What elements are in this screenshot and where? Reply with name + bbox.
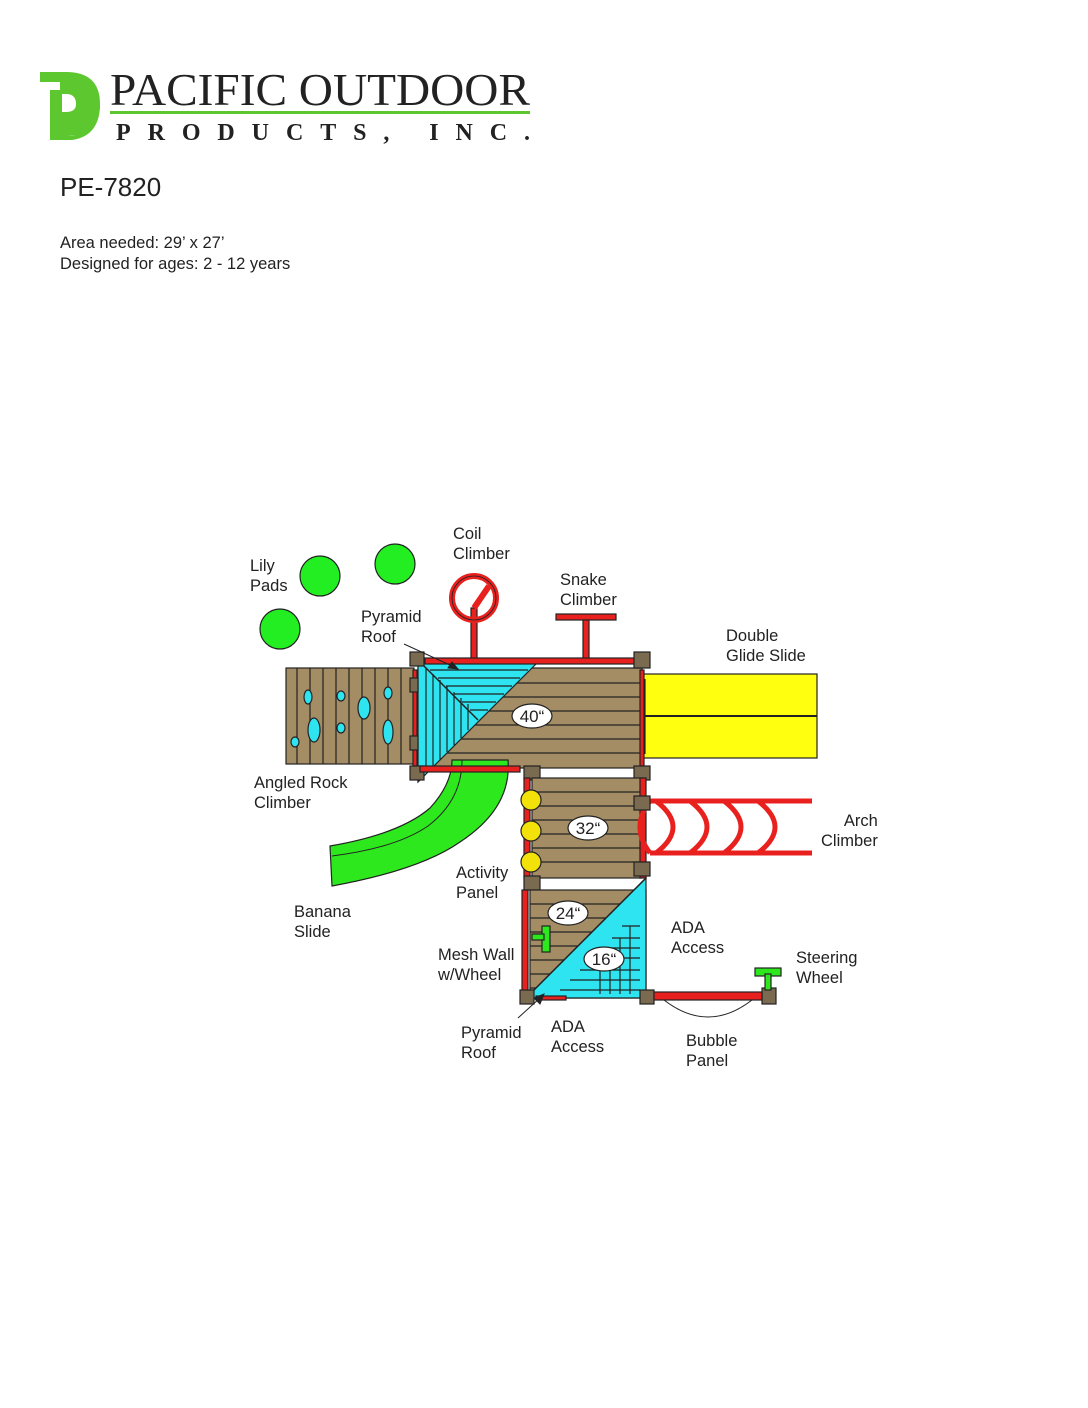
leader-arrow [517,997,541,1019]
banana-slide [329,759,509,887]
post [633,651,651,669]
height-main: 40“ [520,707,545,726]
snake-climber [555,613,617,661]
post [409,651,425,667]
designed-ages: Designed for ages: 2 - 12 years [60,255,291,273]
lily-pad [374,543,416,585]
height-lowest: 16“ [592,950,617,969]
area-needed: Area needed: 29’ x 27’ [60,234,225,252]
post [633,795,651,811]
right-rail [639,669,645,767]
activity-panel [520,789,542,873]
height-tag-lowest [583,946,625,972]
logo-name-line1: PACIFIC OUTDOOR [110,64,530,115]
post [639,989,655,1005]
double-glide-slide [640,673,818,759]
logo-mark-icon [40,72,100,140]
lily-pad [259,608,301,650]
height-tag-middle [567,815,609,841]
post [409,677,419,693]
height-middle: 32“ [576,819,601,838]
height-tag-lower [547,900,589,926]
steering-wheel-icon [754,967,782,991]
leader-arrow [403,643,453,667]
logo-divider [110,111,530,114]
company-logo: PACIFIC OUTDOOR PRODUCTS, INC. [40,64,530,146]
product-model: PE-7820 [60,172,162,202]
bubble-panel [653,991,763,1018]
post [409,735,419,751]
post [633,861,651,877]
post [523,875,541,891]
coil-climber [449,573,499,661]
height-lower: 24“ [556,904,581,923]
top-rail [424,657,638,665]
lily-pad [299,555,341,597]
angled-rock-climber [285,667,415,765]
height-tag-main [511,703,553,729]
arch-climber [637,798,812,856]
mesh-wall-wheel [531,925,551,953]
post [519,989,535,1005]
logo-name-line2: PRODUCTS, INC. [116,120,530,146]
